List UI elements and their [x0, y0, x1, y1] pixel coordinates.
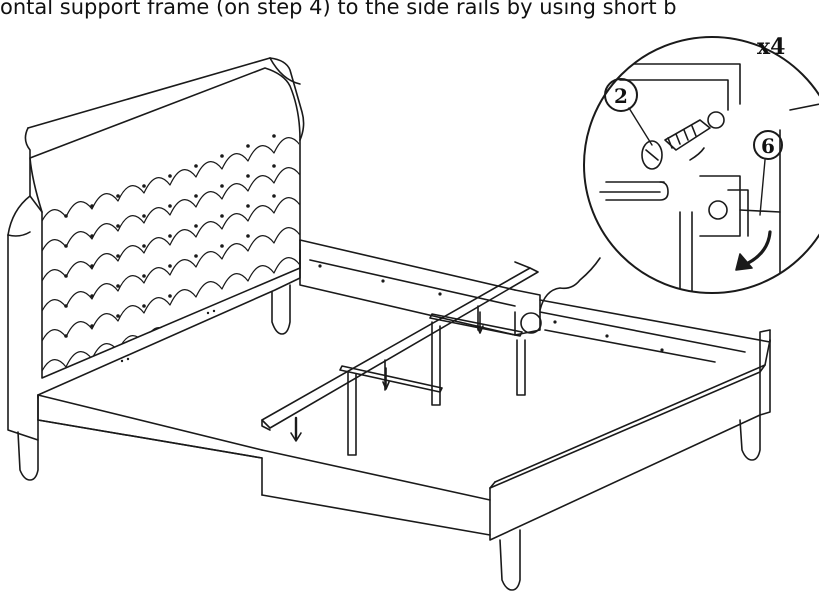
part-number-2: 2 [614, 84, 628, 108]
part-number-6: 6 [761, 134, 775, 158]
quantity-label: x4 [757, 34, 785, 60]
bed-frame-rails [37, 239, 771, 591]
curved-arrow-icon [735, 230, 772, 271]
center-support-frame [261, 261, 539, 456]
zoom-detail [520, 36, 819, 334]
headboard [7, 57, 305, 481]
instruction-text: ontal support frame (on step 4) to the s… [0, 0, 677, 19]
